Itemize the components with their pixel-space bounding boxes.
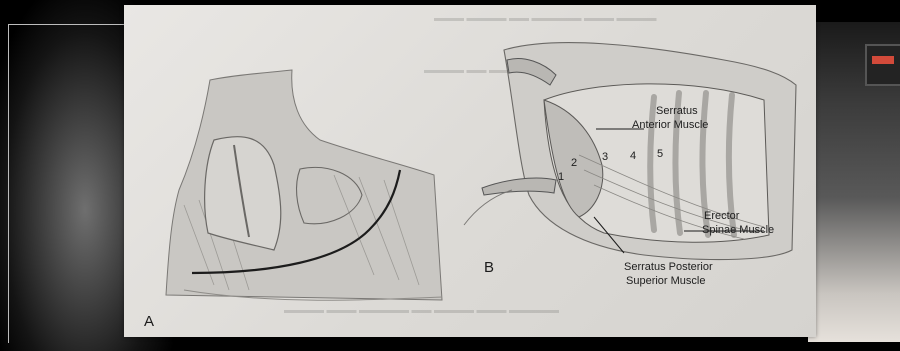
rib-number-1: 1: [558, 171, 564, 183]
panel-a-letter: A: [144, 313, 154, 330]
label-serratus-anterior-line2: Anterior Muscle: [632, 119, 708, 131]
rib-number-4: 4: [630, 150, 636, 162]
rib-number-5: 5: [657, 148, 663, 160]
textbook-page-photo: ▬▬▬ ▬▬▬▬ ▬▬ ▬▬▬▬▬ ▬▬▬ ▬▬▬▬ ▬▬▬▬ ▬▬ ▬▬▬▬▬…: [124, 5, 816, 337]
rib-number-2: 2: [571, 157, 577, 169]
label-serratus-posterior-line1: Serratus Posterior: [624, 261, 713, 273]
label-serratus-posterior-line2: Superior Muscle: [626, 275, 705, 287]
anatomical-illustration: [124, 5, 816, 337]
label-serratus-anterior-line1: Serratus: [656, 105, 698, 117]
panel-b-letter: B: [484, 259, 494, 276]
label-erector-line2: Spinae Muscle: [702, 224, 774, 236]
vital-monitor: [865, 44, 900, 86]
rib-number-3: 3: [602, 151, 608, 163]
panel-a-sketch: [166, 70, 442, 300]
label-erector-line1: Erector: [704, 210, 739, 222]
